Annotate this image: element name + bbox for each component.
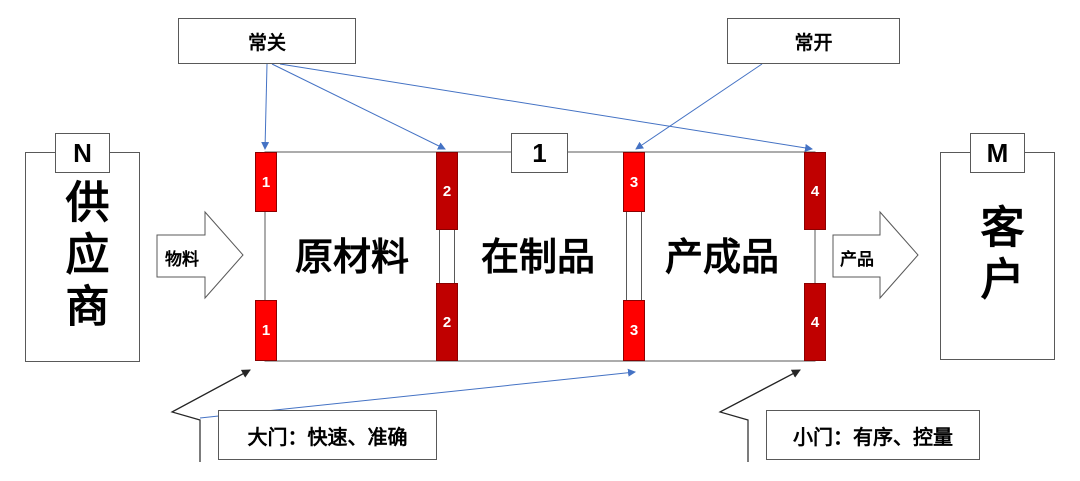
center-count-tag: 1 xyxy=(511,133,568,173)
gate-2-top: 2 xyxy=(436,152,458,230)
gate-2-bottom: 2 xyxy=(436,283,458,361)
normally-closed-label: 常关 xyxy=(178,18,356,64)
big-gate-to-gate-1-arrow xyxy=(171,369,251,413)
output-block-arrow xyxy=(832,210,919,300)
gate-4-top: 4 xyxy=(804,152,826,230)
gate-1-top: 1 xyxy=(255,152,277,212)
supplier-name: 供应商 xyxy=(58,179,108,335)
normally-open-label: 常开 xyxy=(727,18,900,64)
customer-count-tag: M xyxy=(970,133,1025,173)
section-finished-goods: 产成品 xyxy=(664,237,779,279)
small-gate-callout: 小门：有序、控量 xyxy=(766,410,980,460)
open-to-gate-3-line xyxy=(635,63,763,150)
closed-to-gate-2-line xyxy=(271,63,446,150)
section-raw-material: 原材料 xyxy=(294,237,409,279)
input-arrow-label: 物料 xyxy=(165,250,199,269)
supplier-box: 供应商 xyxy=(25,152,140,362)
supplier-count-tag: N xyxy=(55,133,110,173)
gate-3-channel xyxy=(626,212,642,300)
gate-4-bottom: 4 xyxy=(804,283,826,361)
closed-to-gate-4-line xyxy=(279,63,813,152)
closed-to-gate-1-line xyxy=(261,63,270,150)
customer-name: 客户 xyxy=(973,204,1023,308)
small-gate-to-gate-4-arrow xyxy=(719,369,801,413)
gate-2-channel xyxy=(439,230,455,283)
customer-box: 客户 xyxy=(940,152,1055,360)
section-work-in-process: 在制品 xyxy=(480,237,595,279)
input-block-arrow xyxy=(156,210,244,300)
gate-1-bottom: 1 xyxy=(255,300,277,361)
big-gate-callout: 大门：快速、准确 xyxy=(218,410,437,460)
output-arrow-label: 产品 xyxy=(840,250,874,269)
gate-3-top: 3 xyxy=(623,152,645,212)
gate-3-bottom: 3 xyxy=(623,300,645,361)
